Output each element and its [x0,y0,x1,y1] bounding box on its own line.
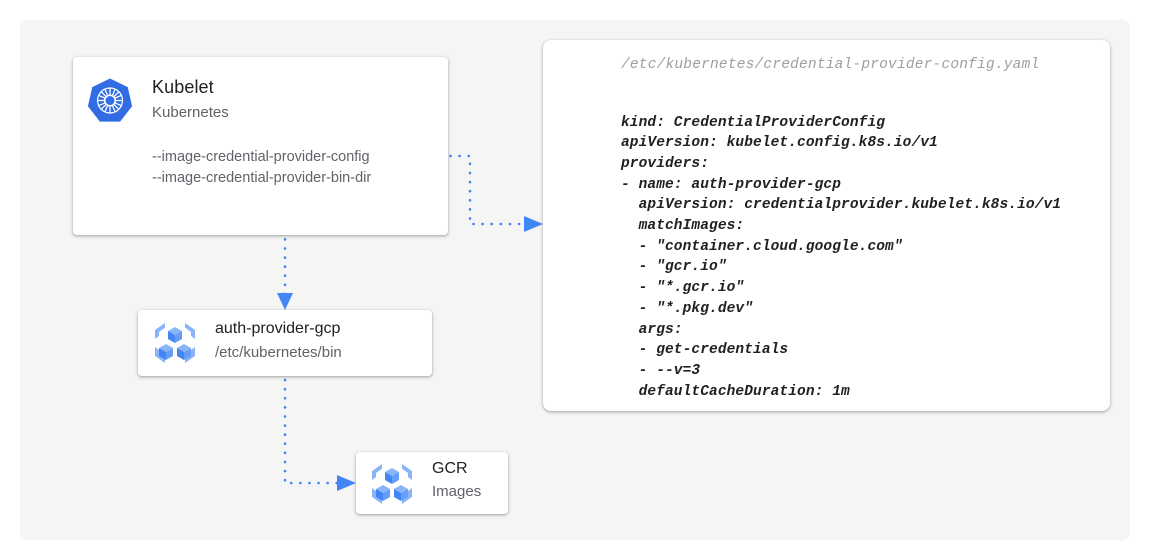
gcr-subtitle: Images [432,483,482,500]
node-card-gcr[interactable]: GCR Images [356,452,508,514]
auth-provider-title: auth-provider-gcp [215,320,341,337]
auth-provider-subtitle: /etc/kubernetes/bin [215,344,342,361]
kubelet-flag-config: --image-credential-provider-config [152,149,370,165]
kubelet-subtitle: Kubernetes [152,104,229,121]
yaml-config-panel[interactable]: /etc/kubernetes/credential-provider-conf… [543,40,1110,411]
node-card-kubelet[interactable]: Kubelet Kubernetes --image-credential-pr… [73,57,448,235]
yaml-content: kind: CredentialProviderConfig apiVersio… [621,114,1062,400]
node-card-auth-provider-gcp[interactable]: auth-provider-gcp /etc/kubernetes/bin [138,310,432,376]
kubelet-flag-bin-dir: --image-credential-provider-bin-dir [152,170,372,186]
container-registry-icon [152,322,198,364]
container-registry-icon [369,463,415,505]
gcr-title: GCR [432,460,468,477]
kubernetes-logo-icon [86,77,134,125]
kubelet-title: Kubelet [152,77,214,97]
yaml-file-path: /etc/kubernetes/credential-provider-conf… [621,57,1040,73]
